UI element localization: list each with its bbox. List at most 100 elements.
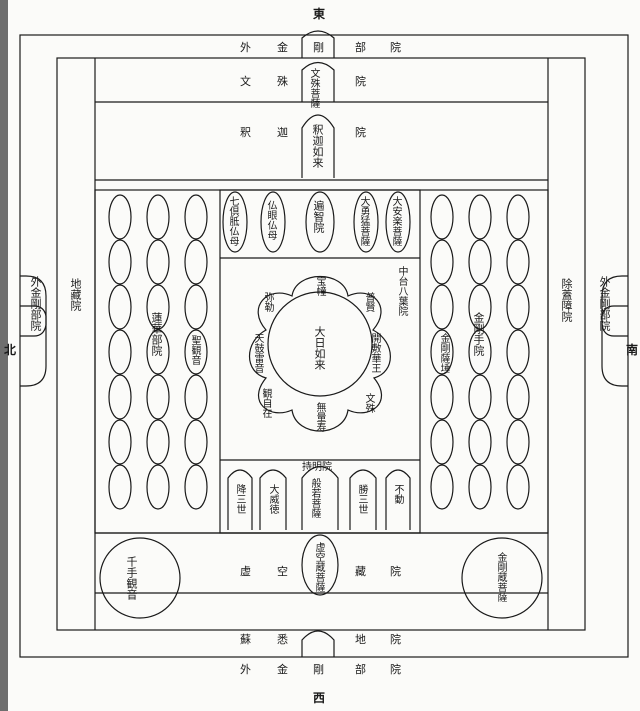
hall-char: 剛 xyxy=(313,41,324,54)
oval-seat xyxy=(184,374,208,420)
oval-seat xyxy=(506,374,530,420)
oval-seat xyxy=(146,419,170,465)
petal-deity: 天鼓雷音 xyxy=(252,333,263,373)
direction-east: 東 xyxy=(313,7,326,21)
oval-seat xyxy=(468,464,492,510)
oval-seat xyxy=(430,329,454,375)
oval-seat xyxy=(468,284,492,330)
oval-seat xyxy=(506,464,530,510)
vidyaraja-deity: 不動 xyxy=(392,484,403,504)
oval-seat xyxy=(430,239,454,285)
oval-seat xyxy=(184,329,208,375)
right-oval-columns xyxy=(430,194,530,510)
oval-seat xyxy=(146,464,170,510)
saint-avalokitesvara: 聖観音 xyxy=(189,335,200,365)
direction-south: 南 xyxy=(626,343,639,357)
oval-seat xyxy=(108,239,132,285)
vidyaraja-deity: 勝三世 xyxy=(356,484,367,514)
oval-seat xyxy=(506,329,530,375)
east-court-deity: 大勇猛菩薩 xyxy=(358,196,369,246)
susiddhi-hall-char: 蘇 xyxy=(240,633,251,646)
oval-seat xyxy=(430,194,454,240)
oval-seat xyxy=(108,284,132,330)
hall-char: 外 xyxy=(240,41,251,54)
east-court-deity: 大安楽菩薩 xyxy=(390,196,401,246)
vajra-treasury-circle xyxy=(461,537,543,619)
oval-seat xyxy=(146,374,170,420)
oval-seat xyxy=(506,194,530,240)
direction-west: 西 xyxy=(313,691,326,705)
sakya-tathagata: 釈迦如来 xyxy=(311,124,324,168)
susiddhi-hall-char: 院 xyxy=(390,633,401,646)
outer-vajra-bottom-char: 部 xyxy=(355,663,366,676)
oval-seat xyxy=(430,284,454,330)
oval-seat xyxy=(108,419,132,465)
oval-seat xyxy=(468,419,492,465)
outer-vajra-bottom-char: 剛 xyxy=(313,663,324,676)
susiddhi-hall-char: 地 xyxy=(355,633,366,646)
outer-vajra-left: 外金剛部院 xyxy=(29,276,42,331)
susiddhi-hall-char: 悉 xyxy=(277,633,288,646)
direction-north: 北 xyxy=(4,343,17,357)
hall-char: 部 xyxy=(29,309,42,320)
oval-seat xyxy=(184,419,208,465)
hall-char: 院 xyxy=(390,41,401,54)
hall-char: 外 xyxy=(598,276,611,287)
sakya-hall-char: 院 xyxy=(355,126,366,139)
oval-seat xyxy=(506,419,530,465)
outer-frame xyxy=(19,34,629,658)
oval-seat xyxy=(146,284,170,330)
central-circle xyxy=(267,291,373,397)
lotus-outline xyxy=(249,276,391,432)
hall-char: 金 xyxy=(598,287,611,298)
sakya-hall-char: 迦 xyxy=(277,126,288,139)
lotus-hall: 蓮華部院 xyxy=(150,312,163,356)
oval-seat xyxy=(468,239,492,285)
vidyaraja-deity: 般若菩薩 xyxy=(309,478,320,518)
oval-seat xyxy=(430,374,454,420)
book-binding-edge xyxy=(0,0,8,711)
oval-seat xyxy=(108,374,132,420)
central-court-label: 中台八葉院 xyxy=(396,266,407,316)
hall-char: 金 xyxy=(29,287,42,298)
oval-seat xyxy=(184,284,208,330)
mahavairocana: 大日如来 xyxy=(313,326,326,370)
petal-deity: 宝幢 xyxy=(314,276,325,296)
second-frame xyxy=(56,57,586,631)
manjusri-bodhisattva: 文殊菩薩 xyxy=(308,68,319,108)
hall-char: 院 xyxy=(598,320,611,331)
vidyaraja-label: 持明院 xyxy=(302,462,332,473)
east-court-deity: 七倶胝仏母 xyxy=(227,196,238,246)
sarvanivarana-hall: 除蓋障院 xyxy=(560,278,573,322)
outer-vajra-bottom-char: 外 xyxy=(240,663,251,676)
thousand-armed-circle xyxy=(99,537,181,619)
oval-seat xyxy=(430,464,454,510)
hall-char: 剛 xyxy=(598,298,611,309)
oval-seat xyxy=(146,194,170,240)
oval-seat xyxy=(108,464,132,510)
petal-deity: 普賢 xyxy=(363,292,374,312)
akasagarbha-bodhisattva: 虚空蔵菩薩 xyxy=(313,542,324,592)
oval-seat xyxy=(468,374,492,420)
akasagarbha-hall-char: 藏 xyxy=(355,565,366,578)
hall-char: 外 xyxy=(29,276,42,287)
akasagarbha-hall-char: 空 xyxy=(277,565,288,578)
oval-seat xyxy=(184,464,208,510)
manjusri-hall-char: 殊 xyxy=(277,75,288,88)
hall-char: 院 xyxy=(29,320,42,331)
hall-char: 部 xyxy=(355,41,366,54)
manjusri-hall-char: 文 xyxy=(240,75,251,88)
oval-seat xyxy=(108,329,132,375)
thousand-armed-avalokitesvara: 千手観音 xyxy=(125,556,138,600)
oval-seat xyxy=(146,329,170,375)
sakya-hall-char: 釈 xyxy=(240,126,251,139)
oval-seat xyxy=(146,239,170,285)
oval-seat xyxy=(506,239,530,285)
oval-seat xyxy=(108,194,132,240)
outer-vajra-bottom-char: 金 xyxy=(277,663,288,676)
oval-seat xyxy=(430,419,454,465)
petal-deity: 観自在 xyxy=(260,388,271,418)
petal-deity: 無量寿 xyxy=(314,402,325,432)
vajrasattva: 金剛薩埵 xyxy=(438,333,449,373)
